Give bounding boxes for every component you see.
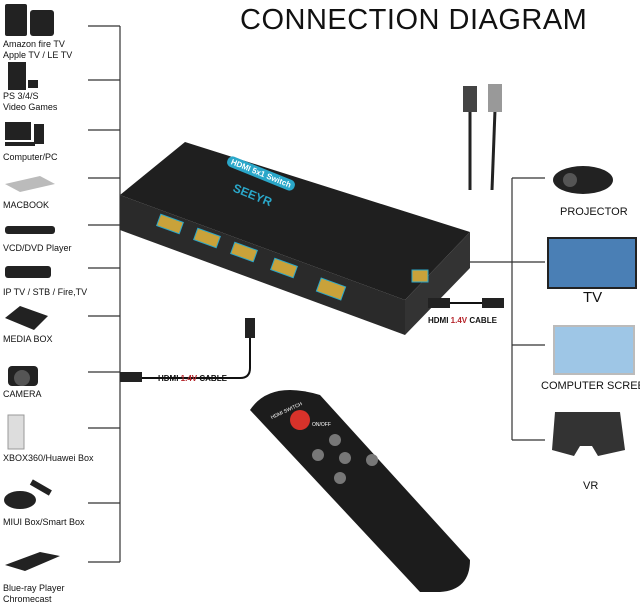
ps-console-icon bbox=[8, 62, 26, 90]
output-device-icons bbox=[547, 166, 637, 456]
source-device-icons bbox=[4, 4, 60, 571]
vr-headset-icon bbox=[552, 412, 625, 456]
source-label: MEDIA BOX bbox=[3, 334, 53, 344]
output-label: COMPUTER SCREEN bbox=[541, 380, 640, 392]
fire-tv-icon bbox=[5, 4, 27, 36]
dc-plug-icon bbox=[463, 86, 477, 112]
media-box-icon bbox=[5, 306, 48, 330]
iptv-box-icon bbox=[5, 266, 51, 278]
output-connector-lines bbox=[470, 177, 545, 441]
smart-box-icon bbox=[4, 491, 36, 509]
hdmi-switch-device bbox=[120, 142, 470, 335]
hdmi-plug-icon bbox=[245, 318, 255, 338]
source-connector-lines bbox=[88, 25, 121, 563]
bluray-player-icon bbox=[5, 552, 60, 571]
source-label: CAMERA bbox=[3, 389, 42, 399]
source-label: IP TV / STB / Fire,TV bbox=[3, 287, 88, 297]
output-label: PROJECTOR bbox=[560, 206, 628, 218]
remote-power-label: ON/OFF bbox=[312, 422, 331, 428]
macbook-icon bbox=[5, 176, 55, 192]
computer-icon bbox=[5, 122, 31, 140]
output-label: VR bbox=[583, 480, 599, 492]
power-button bbox=[290, 410, 310, 430]
source-label: VCD/DVD Player bbox=[3, 243, 72, 253]
projector-icon bbox=[553, 166, 613, 194]
output-cable-label: HDMI 1.4V CABLE bbox=[428, 316, 497, 325]
dvd-player-icon bbox=[5, 226, 55, 234]
output-label: TV bbox=[583, 289, 603, 306]
tv-icon bbox=[547, 237, 637, 289]
diagram-title: CONNECTION DIAGRAM bbox=[240, 4, 588, 36]
input-cable-label: HDMI 1.4V CABLE bbox=[158, 374, 227, 383]
source-label: XBOX360/Huawei Box bbox=[3, 453, 94, 463]
hdmi-plug-icon bbox=[120, 372, 142, 382]
power-cables bbox=[468, 109, 497, 191]
source-label: Computer/PC bbox=[3, 152, 58, 162]
usb-plug-icon bbox=[488, 84, 502, 112]
source-label: MIUI Box/Smart Box bbox=[3, 517, 85, 527]
input-hdmi-cable bbox=[120, 335, 251, 379]
remote-control bbox=[250, 390, 470, 592]
xbox-icon bbox=[7, 414, 25, 450]
computer-screen-icon bbox=[553, 325, 635, 375]
source-label: MACBOOK bbox=[3, 200, 50, 210]
